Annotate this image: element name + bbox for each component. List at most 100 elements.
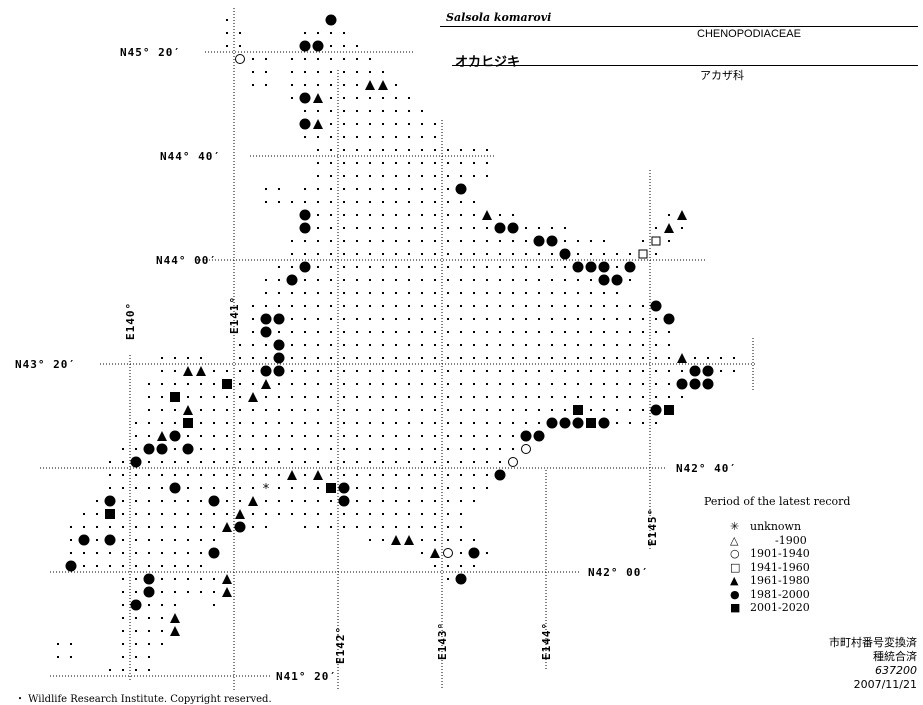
grid-dot — [278, 461, 280, 463]
grid-dot — [382, 513, 384, 515]
grid-dot — [603, 331, 605, 333]
grid-dot — [434, 175, 436, 177]
grid-dot — [421, 357, 423, 359]
record-filled-circle — [130, 599, 142, 611]
grid-dot — [486, 409, 488, 411]
grid-dot — [278, 383, 280, 385]
grid-dot — [382, 461, 384, 463]
grid-dot — [200, 591, 202, 593]
record-filled-square — [586, 418, 596, 428]
record-filled-triangle — [235, 509, 245, 519]
grid-dot — [460, 344, 462, 346]
grid-dot — [278, 409, 280, 411]
grid-dot — [174, 370, 176, 372]
grid-dot — [174, 500, 176, 502]
record-filled-circle — [494, 469, 506, 481]
grid-dot — [213, 422, 215, 424]
grid-dot — [265, 84, 267, 86]
grid-dot — [603, 357, 605, 359]
grid-dot — [96, 539, 98, 541]
grid-dot — [499, 305, 501, 307]
grid-dot — [382, 435, 384, 437]
grid-dot — [356, 227, 358, 229]
grid-dot — [343, 435, 345, 437]
grid-dot — [122, 578, 124, 580]
grid-dot — [447, 240, 449, 242]
grid-dot — [356, 214, 358, 216]
grid-dot — [551, 370, 553, 372]
grid-dot — [148, 604, 150, 606]
grid-dot — [109, 461, 111, 463]
grid-dot — [564, 370, 566, 372]
grid-dot — [525, 383, 527, 385]
grid-dot — [291, 422, 293, 424]
grid-dot — [304, 526, 306, 528]
grid-dot — [369, 539, 371, 541]
grid-dot — [369, 240, 371, 242]
grid-dot — [590, 370, 592, 372]
grid-dot — [135, 526, 137, 528]
grid-dot — [317, 500, 319, 502]
grid-dot — [434, 487, 436, 489]
grid-dot — [512, 357, 514, 359]
open-circle-icon: ○ — [730, 547, 740, 560]
grid-dot — [148, 656, 150, 658]
grid-dot — [265, 357, 267, 359]
grid-dot — [96, 526, 98, 528]
grid-dot — [434, 201, 436, 203]
grid-dot — [564, 279, 566, 281]
grid-dot — [369, 123, 371, 125]
grid-dot — [265, 292, 267, 294]
filled-triangle-icon: ▲ — [730, 574, 739, 587]
grid-dot — [525, 396, 527, 398]
grid-dot — [135, 513, 137, 515]
record-filled-triangle — [313, 93, 323, 103]
grid-dot — [577, 305, 579, 307]
grid-dot — [434, 383, 436, 385]
grid-dot — [343, 448, 345, 450]
lat-label-42-00: N42° 00′ — [588, 566, 649, 579]
grid-dot — [408, 487, 410, 489]
grid-dot — [356, 123, 358, 125]
grid-dot — [512, 266, 514, 268]
grid-dot — [239, 448, 241, 450]
grid-dot — [317, 175, 319, 177]
grid-dot — [382, 214, 384, 216]
grid-dot — [278, 201, 280, 203]
grid-dot — [291, 370, 293, 372]
grid-dot — [434, 331, 436, 333]
grid-dot — [603, 253, 605, 255]
grid-dot — [109, 487, 111, 489]
grid-dot — [486, 383, 488, 385]
grid-dot — [369, 448, 371, 450]
grid-dot — [499, 396, 501, 398]
grid-dot — [408, 123, 410, 125]
grid-dot — [551, 292, 553, 294]
grid-dot — [174, 539, 176, 541]
grid-dot — [551, 253, 553, 255]
grid-dot — [304, 71, 306, 73]
grid-dot — [369, 175, 371, 177]
grid-dot — [265, 500, 267, 502]
record-filled-circle — [325, 14, 337, 26]
grid-dot — [525, 344, 527, 346]
grid-dot — [317, 357, 319, 359]
record-filled-circle — [299, 40, 311, 52]
grid-dot — [447, 318, 449, 320]
grid-dot — [356, 253, 358, 255]
grid-dot — [538, 266, 540, 268]
grid-dot — [122, 669, 124, 671]
open-square-icon: □ — [730, 560, 741, 574]
grid-dot — [96, 500, 98, 502]
grid-dot — [577, 357, 579, 359]
grid-dot — [200, 461, 202, 463]
grid-dot — [408, 448, 410, 450]
grid-dot — [330, 513, 332, 515]
grid-dot — [330, 474, 332, 476]
grid-dot — [330, 188, 332, 190]
grid-dot — [395, 188, 397, 190]
grid-dot — [525, 266, 527, 268]
grid-dot — [421, 461, 423, 463]
grid-dot — [486, 474, 488, 476]
grid-dot — [213, 461, 215, 463]
